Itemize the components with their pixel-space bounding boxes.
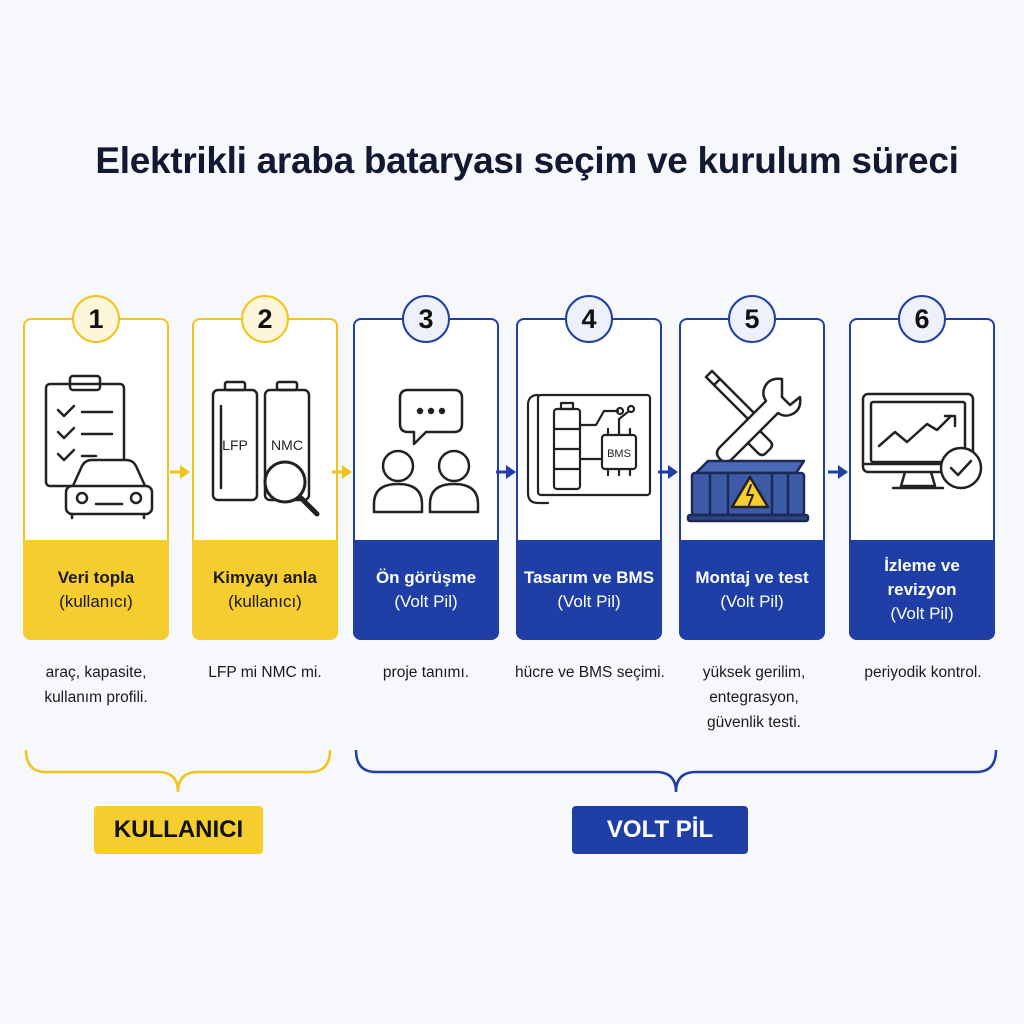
step-6-description: periyodik kontrol. xyxy=(864,664,982,681)
step-2-card: 2 LFP NMC Kimyayı anla (kullanıcı) xyxy=(192,295,338,640)
step-title: Veri topla xyxy=(57,568,135,587)
step-badge: 5 xyxy=(728,295,776,343)
step-label: Kimyayı anla (kullanıcı) xyxy=(192,540,338,640)
flow-arrow-icon xyxy=(658,465,678,479)
flow-arrow-icon xyxy=(332,465,352,479)
step-actor: (Volt Pil) xyxy=(557,592,621,611)
blueprint-bms-icon: BMS xyxy=(526,393,652,505)
step-4-card: 4 BMS Tasarım ve BMS (Volt Pil) xyxy=(516,295,662,640)
page-title: Elektrikli araba bataryası seçim ve kuru… xyxy=(95,140,959,181)
step-4-description: hücre ve BMS seçimi. xyxy=(515,664,665,681)
checklist-car-icon xyxy=(44,374,154,520)
step-label: Ön görüşme (Volt Pil) xyxy=(353,540,499,640)
step-actor: (kullanıcı) xyxy=(59,592,133,611)
step-title: Kimyayı anla xyxy=(213,568,317,587)
step-2-description: LFP mi NMC mi. xyxy=(208,664,322,681)
step-badge: 2 xyxy=(241,295,289,343)
step-actor: (kullanıcı) xyxy=(228,592,302,611)
step-badge: 3 xyxy=(402,295,450,343)
step-3-card: 3 Ön görüşme (Volt Pil) xyxy=(353,295,499,640)
step-label: Montaj ve test (Volt Pil) xyxy=(679,540,825,640)
chat-people-icon xyxy=(372,388,480,514)
company-group-label: VOLT PİL xyxy=(572,806,748,854)
bms-chip-label: BMS xyxy=(607,448,631,460)
step-title: İzleme ve revizyon xyxy=(884,556,960,599)
step-badge: 1 xyxy=(72,295,120,343)
battery-label-nmc: NMC xyxy=(271,437,303,453)
step-actor: (Volt Pil) xyxy=(720,592,784,611)
step-title: Ön görüşme xyxy=(375,568,477,587)
flow-arrow-icon xyxy=(496,465,516,479)
step-badge: 4 xyxy=(565,295,613,343)
user-group-bracket xyxy=(24,749,332,793)
battery-label-lfp: LFP xyxy=(222,437,248,453)
step-badge: 6 xyxy=(898,295,946,343)
monitor-check-icon xyxy=(861,392,983,490)
step-label: Veri topla (kullanıcı) xyxy=(23,540,169,640)
battery-compare-icon: LFP NMC xyxy=(211,380,320,517)
step-label: İzleme ve revizyon (Volt Pil) xyxy=(849,540,995,640)
step-actor: (Volt Pil) xyxy=(890,604,954,623)
company-group-bracket xyxy=(354,749,998,793)
step-actor: (Volt Pil) xyxy=(394,592,458,611)
flow-arrow-icon xyxy=(170,465,190,479)
tools-battery-icon xyxy=(686,369,810,523)
step-title: Montaj ve test xyxy=(695,568,809,587)
flow-arrow-icon xyxy=(828,465,848,479)
step-3-description: proje tanımı. xyxy=(382,664,470,681)
step-5-description: yüksek gerilim,entegrasyon,güvenlik test… xyxy=(702,664,806,731)
step-5-card: 5 Montaj ve test (Volt Pil) xyxy=(679,295,825,640)
user-group-label: KULLANICI xyxy=(94,806,263,854)
step-1-description: araç, kapasite,kullanım profili. xyxy=(44,664,148,706)
step-label: Tasarım ve BMS (Volt Pil) xyxy=(516,540,662,640)
step-title: Tasarım ve BMS xyxy=(523,568,655,587)
step-1-card: 1 Veri topla (kullanıcı) xyxy=(23,295,169,640)
step-6-card: 6 İzleme ve revizyon (Volt Pil) xyxy=(849,295,995,640)
